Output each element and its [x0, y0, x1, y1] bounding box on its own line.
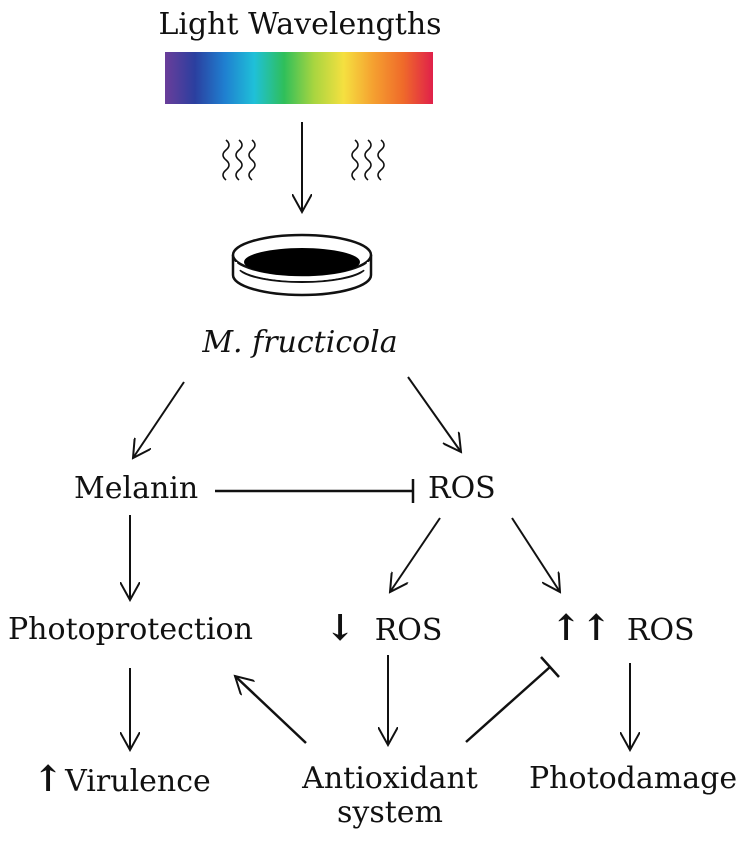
increase-symbol: ↑: [33, 758, 64, 800]
organism-label: M. fructicola: [202, 325, 398, 360]
inhibit-bar-high-ros: [540, 656, 560, 678]
virulence-node: ↑Virulence: [33, 761, 211, 799]
arrow-antioxidant-to-photoprotection: [235, 676, 307, 744]
virulence-label: Virulence: [65, 764, 211, 799]
petri-dish-icon: [231, 233, 373, 297]
low-ros-node: ↓ ROS: [325, 610, 443, 648]
antioxidant-line-1: Antioxidant: [302, 761, 478, 796]
arrow-ros-to-high-ros: [511, 517, 560, 592]
decrease-symbol: ↓: [325, 607, 356, 649]
antioxidant-node: Antioxidant system: [290, 762, 490, 830]
arrow-ros-to-low-ros: [390, 517, 441, 592]
light-spectrum-bar: [165, 52, 433, 104]
diagram-title: Light Wavelengths: [158, 7, 442, 42]
arrow-organism-to-melanin: [133, 381, 185, 458]
antioxidant-line-2: system: [337, 795, 443, 830]
radiation-waves-left: [222, 139, 256, 181]
melanin-node: Melanin: [74, 471, 199, 506]
low-ros-label: ROS: [374, 613, 443, 648]
high-ros-label: ROS: [626, 613, 695, 648]
ros-node: ROS: [428, 471, 496, 506]
double-increase-symbol: ↑↑: [551, 607, 612, 649]
arrow-organism-to-ros: [407, 376, 461, 452]
photodamage-node: Photodamage: [529, 761, 738, 796]
inhibit-antioxidant-to-high-ros: [465, 666, 551, 743]
high-ros-node: ↑↑ ROS: [551, 610, 695, 648]
photoprotection-node: Photoprotection: [8, 612, 253, 647]
radiation-waves-right: [351, 139, 385, 181]
